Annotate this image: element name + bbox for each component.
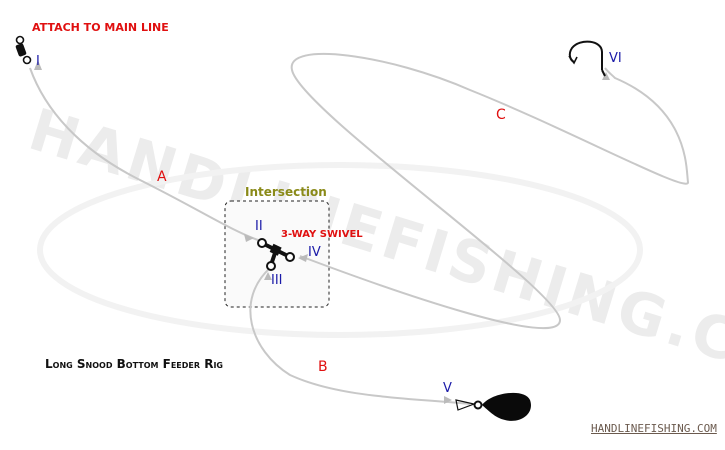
knot-marker-iv (298, 254, 308, 262)
knot-marker-iii (264, 272, 272, 280)
point-i-label: I (36, 54, 40, 69)
swivel-icon (15, 35, 32, 65)
hook-icon (568, 40, 606, 77)
point-ii-label: II (255, 219, 263, 234)
attach-label: ATTACH TO MAIN LINE (32, 21, 169, 34)
three-way-swivel-label: 3-WAY SWIVEL (281, 229, 363, 240)
segment-b-label: B (318, 359, 328, 375)
site-credit: HANDLINEFISHING.COM (591, 422, 717, 435)
point-vi-label: VI (609, 51, 622, 66)
line-c (290, 53, 690, 330)
sinker-icon (455, 392, 531, 421)
intersection-label: Intersection (245, 185, 327, 199)
knot-marker-i (34, 60, 42, 70)
rig-title: Long Snood Bottom Feeder Rig (45, 357, 223, 371)
point-iv-label: IV (308, 245, 321, 260)
knot-marker-vi (602, 72, 610, 80)
line-a (29, 67, 259, 241)
point-v-label: V (443, 381, 452, 396)
point-iii-label: III (271, 273, 283, 288)
three-way-swivel-icon (257, 238, 295, 271)
line-b (249, 267, 471, 405)
segment-c-label: C (496, 107, 506, 123)
segment-a-label: A (157, 169, 167, 185)
knot-marker-v (444, 396, 452, 404)
watermark-ellipse (37, 162, 643, 338)
knot-marker-ii (244, 234, 254, 242)
